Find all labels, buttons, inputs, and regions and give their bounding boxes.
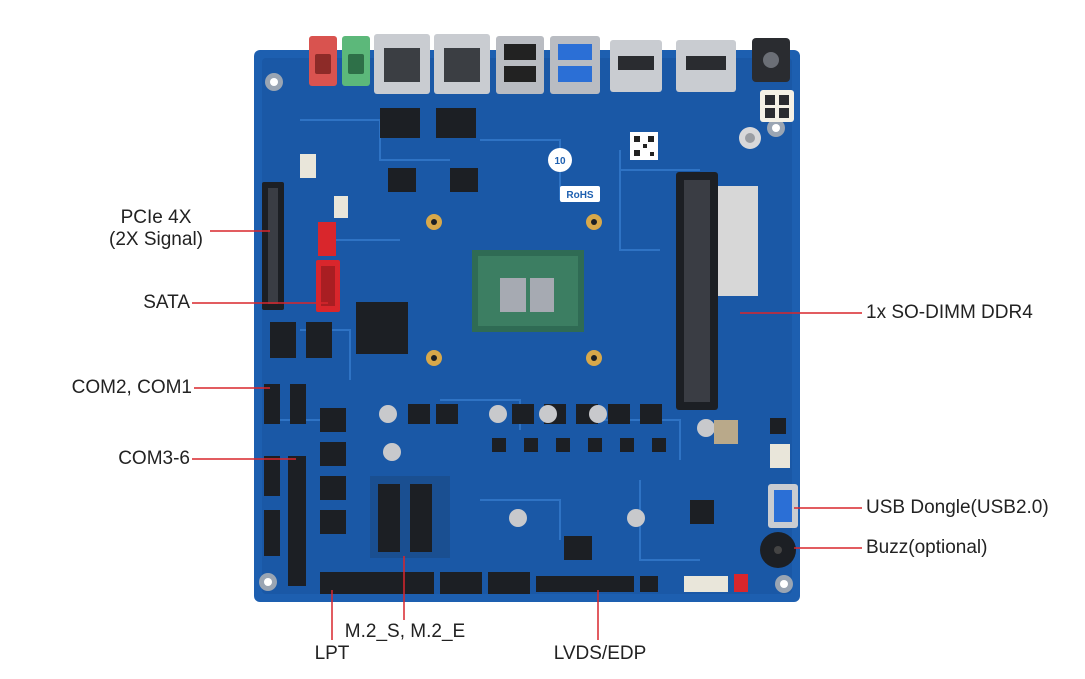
cpu-die-2 (530, 278, 554, 312)
chip-5 (270, 322, 296, 358)
header-2 (440, 572, 482, 594)
callout-sata-label: SATA (143, 292, 190, 313)
callout-sodimm-label: 1x SO-DIMM DDR4 (866, 302, 1033, 323)
chip-6 (306, 322, 332, 358)
red-connector (734, 574, 748, 592)
callout-buzz-label: Buzz(optional) (866, 537, 988, 558)
callout-pcie-line1: PCIe 4X (120, 207, 192, 228)
ten-year-mark (548, 148, 572, 172)
com-headers (264, 384, 306, 586)
lan-chip-1 (380, 108, 420, 138)
chip-8 (690, 500, 714, 524)
callout-pcie-label: PCIe 4X (2X Signal) (96, 207, 216, 251)
small-capacitors (379, 405, 715, 527)
header-3 (488, 572, 530, 594)
m2-slot-s (378, 484, 400, 552)
chip-3 (388, 168, 416, 192)
callout-lvds-label: LVDS/EDP (553, 643, 647, 664)
chip-7 (564, 536, 592, 560)
chip-9 (714, 420, 738, 444)
rohs-mark (560, 186, 600, 202)
callout-m2-label: M.2_S, M.2_E (344, 621, 466, 642)
small-connector-white-2 (334, 196, 348, 218)
lpt-header (320, 572, 434, 594)
sata-power-connector (318, 222, 336, 256)
m2-slot-e (410, 484, 432, 552)
mounting-holes (259, 73, 793, 593)
small-connector-white (300, 154, 316, 178)
rear-io (309, 34, 790, 94)
svg-text:10: 10 (554, 156, 566, 167)
callout-usb-label: USB Dongle(USB2.0) (866, 497, 1049, 518)
chip-4 (450, 168, 478, 192)
white-small (770, 444, 790, 468)
callout-lpt-label: LPT (314, 643, 350, 664)
heatsink-mounts (426, 214, 602, 366)
callout-com12-label: COM2, COM1 (71, 377, 192, 398)
header-4 (640, 576, 658, 592)
callout-lines (192, 230, 862, 640)
sodimm-label (718, 186, 758, 296)
super-io-chip (356, 302, 408, 354)
cpu-die-1 (500, 278, 526, 312)
white-connector (684, 576, 728, 592)
callout-com36-label: COM3-6 (118, 448, 190, 469)
lvds-header (536, 576, 634, 592)
small-header (770, 418, 786, 434)
callout-pcie-line2: (2X Signal) (109, 229, 203, 250)
rohs-text: RoHS (566, 190, 594, 201)
lan-chip-2 (436, 108, 476, 138)
mosfets (320, 408, 666, 534)
chokes (408, 404, 662, 424)
